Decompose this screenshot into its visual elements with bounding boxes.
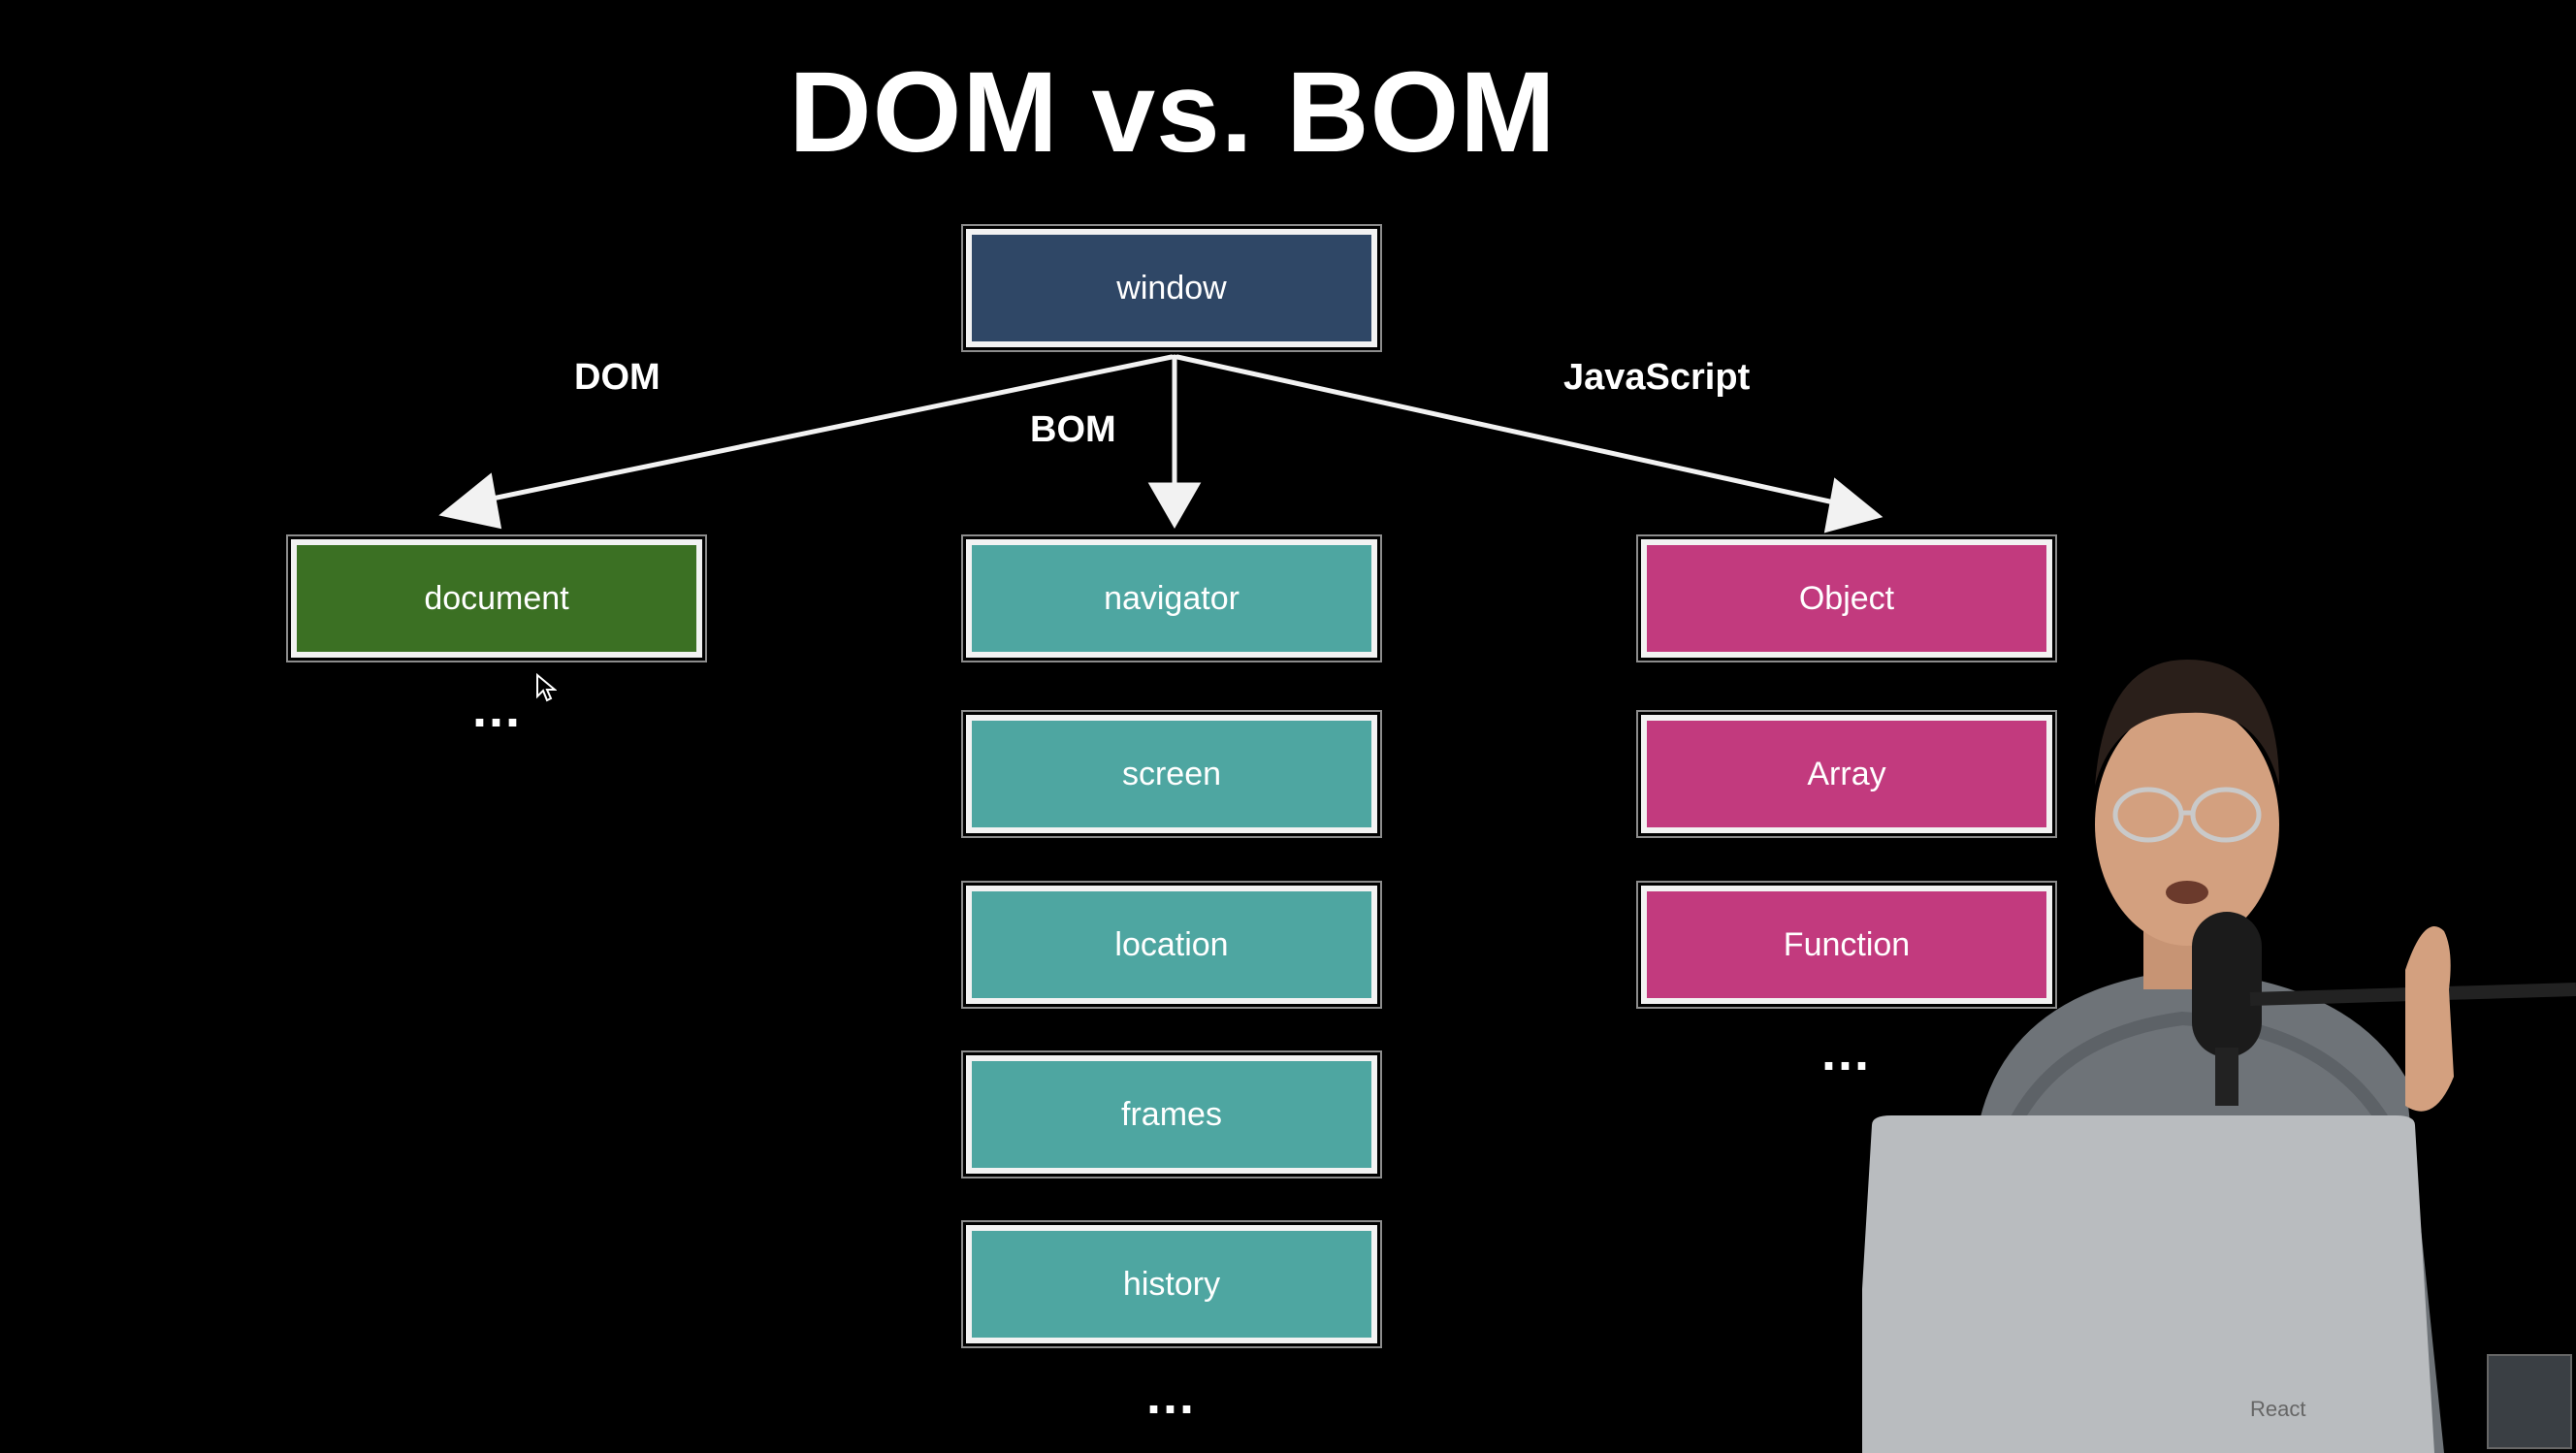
node-screen: screen [961,710,1382,838]
edge-label-dom: DOM [574,357,660,398]
node-document: document [286,534,707,662]
dom-ellipsis: ... [472,680,523,738]
js-ellipsis: ... [1821,1023,1872,1082]
arrowhead-javascript [1823,477,1884,533]
node-document-label: document [424,579,569,617]
bom-ellipsis: ... [1146,1367,1197,1425]
node-frames-label: frames [1121,1095,1222,1133]
slide-title: DOM vs. BOM [789,48,1557,177]
node-object-label: Object [1798,579,1895,617]
node-navigator-label: navigator [1104,579,1240,617]
arrowhead-bom [1147,482,1202,530]
node-function: Function [1636,881,2057,1009]
node-location-label: location [1114,925,1229,963]
node-frames: frames [961,1050,1382,1179]
node-window-label: window [1116,269,1227,307]
laptop-sticker-text: React [2250,1397,2305,1421]
edge-label-javascript: JavaScript [1563,357,1751,398]
mouse-pointer-icon [536,673,557,702]
node-window: window [961,224,1382,352]
arrow-javascript [1175,354,1846,507]
arrowhead-dom [438,472,502,530]
node-history: history [961,1220,1382,1348]
node-history-label: history [1122,1265,1221,1303]
presenter-thumbnail [2487,1354,2572,1449]
arrow-dom [480,354,1175,503]
node-location: location [961,881,1382,1009]
node-navigator: navigator [961,534,1382,662]
edge-label-bom: BOM [1030,409,1116,450]
node-screen-label: screen [1121,755,1222,792]
presenter-video-image: React [1862,660,2576,1453]
